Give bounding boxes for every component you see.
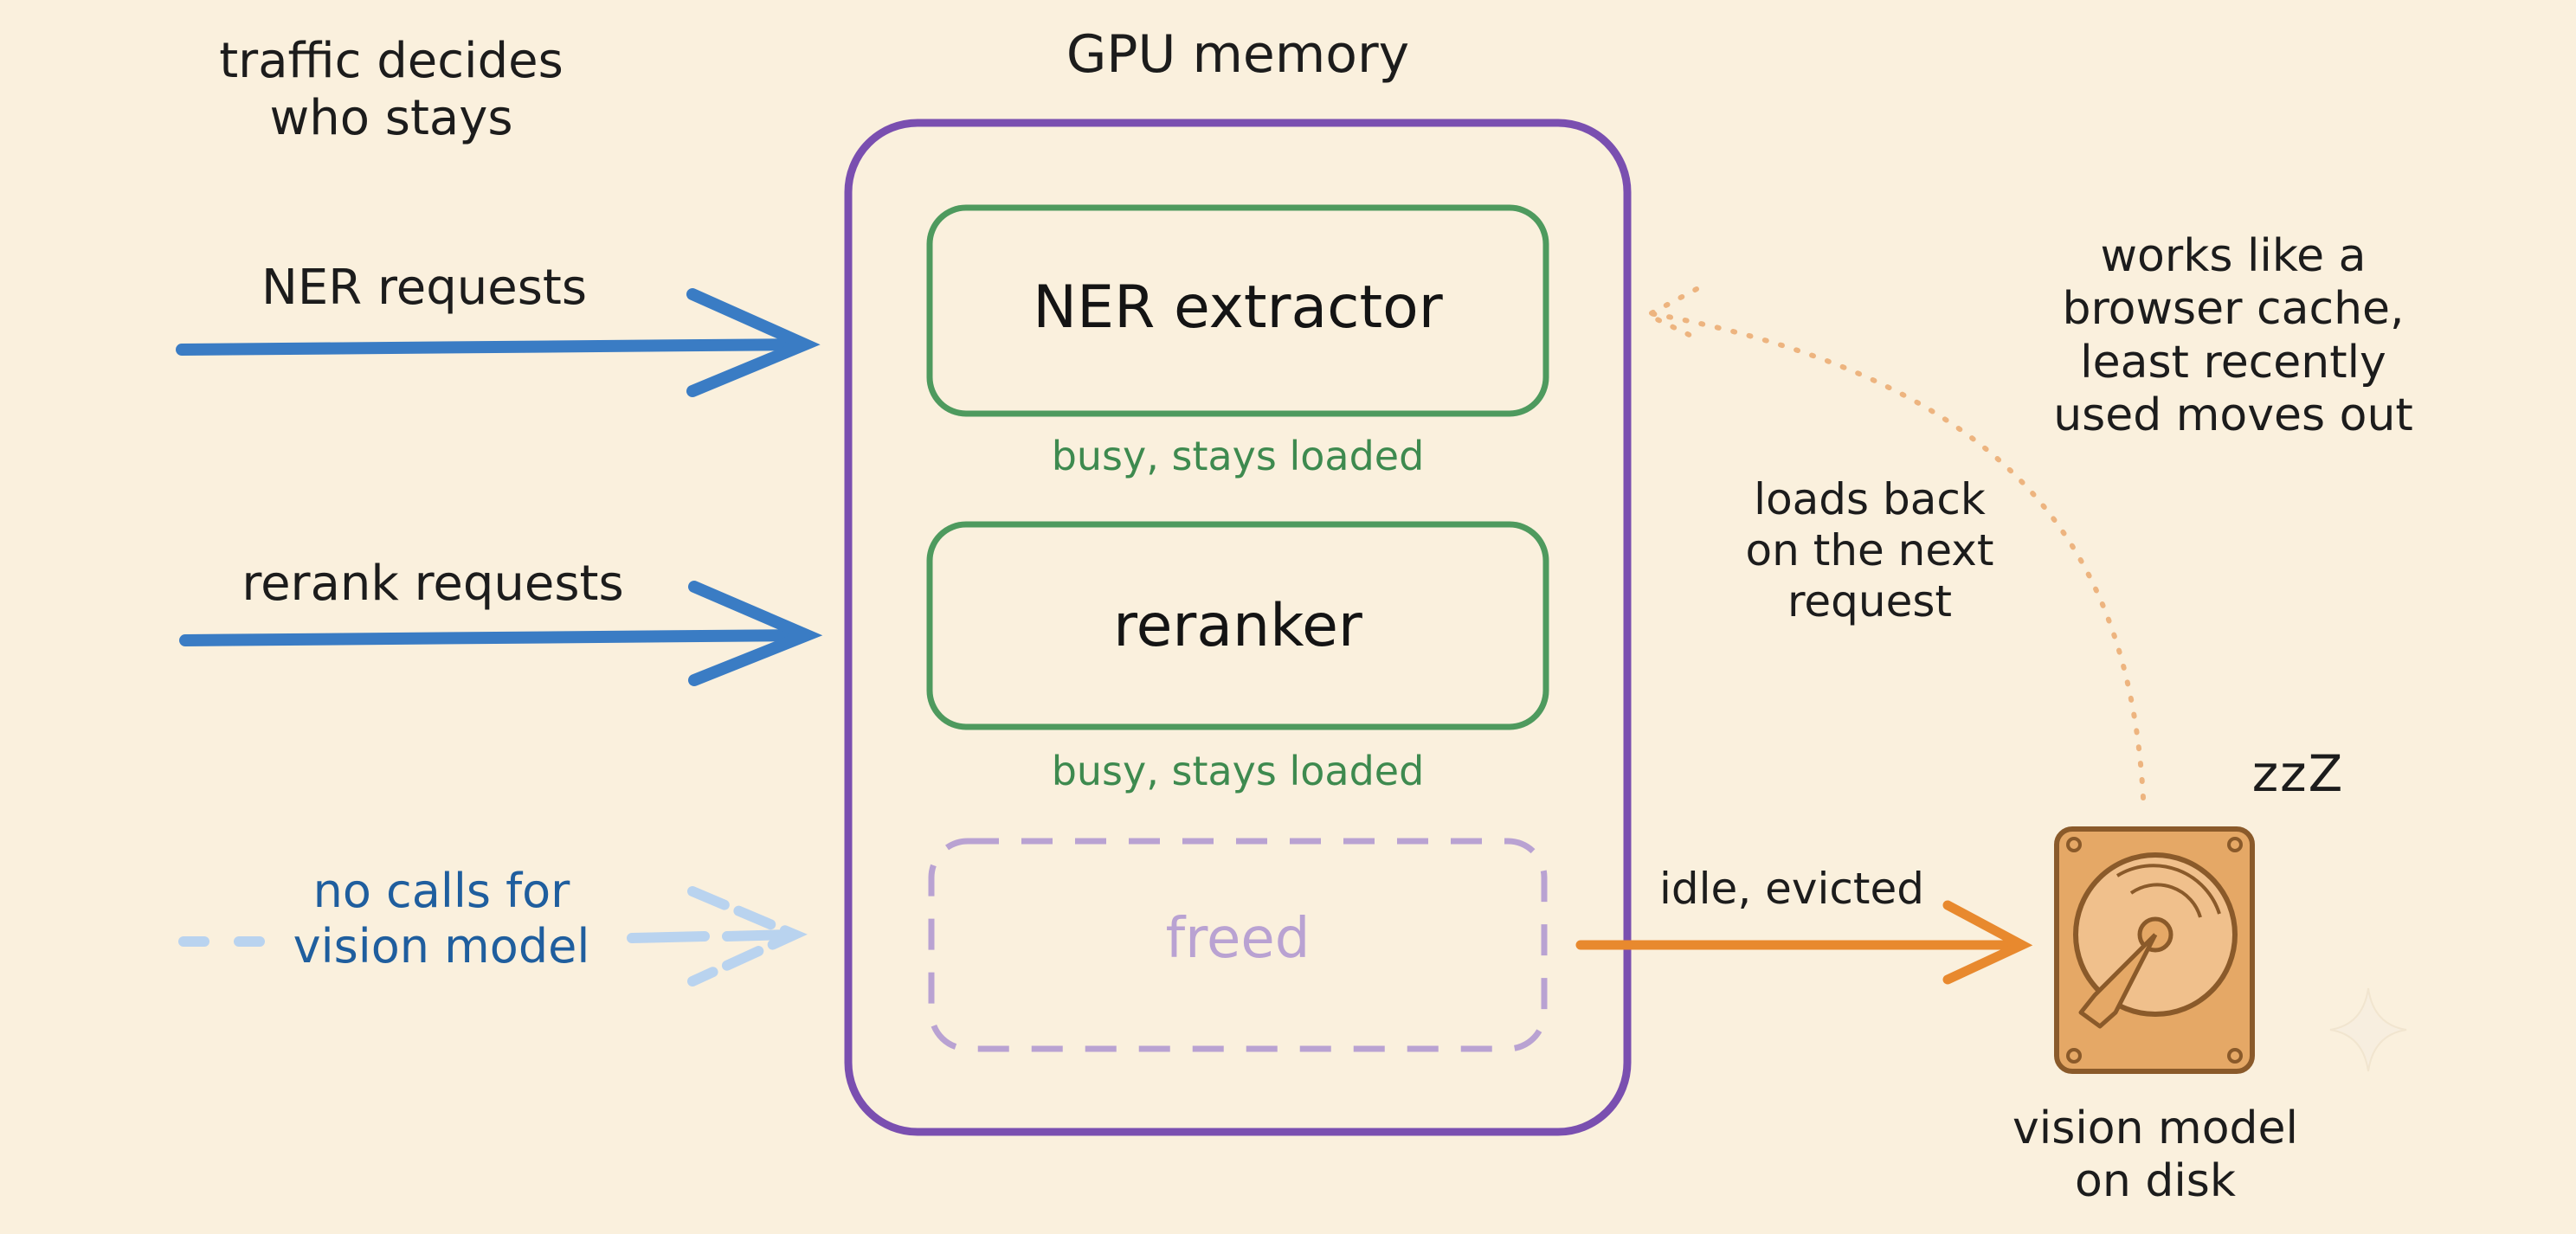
eviction-arrow [1575, 900, 2033, 985]
ner-requests-label: NER requests [261, 260, 588, 316]
gpu-memory-container [844, 119, 1632, 1136]
cache-note: works like a browser cache, least recent… [2053, 230, 2413, 442]
ner-status-label: busy, stays loaded [1051, 433, 1425, 479]
reranker-box [926, 521, 1549, 730]
sleep-indicator: zzZ [2251, 744, 2345, 803]
reload-note: loads back on the next request [1745, 474, 1994, 627]
ner-extractor-box [926, 204, 1549, 417]
reload-arrow [1642, 286, 2146, 800]
eviction-label: idle, evicted [1659, 864, 1924, 914]
reranker-status-label: busy, stays loaded [1051, 748, 1425, 794]
hard-disk-icon [2054, 826, 2255, 1074]
ner-requests-arrow [176, 288, 821, 397]
gpu-memory-title: GPU memory [1066, 24, 1410, 85]
ner-extractor-label: NER extractor [1033, 273, 1443, 342]
vision-calls-arrow [178, 886, 808, 987]
left-title: traffic decides who stays [219, 33, 564, 147]
vision-calls-label: no calls for vision model [293, 864, 590, 974]
rerank-requests-label: rerank requests [242, 556, 624, 612]
freed-box [928, 838, 1548, 1052]
disk-label: vision model on disk [2012, 1102, 2298, 1208]
reranker-label: reranker [1113, 592, 1362, 660]
freed-label: freed [1165, 907, 1311, 971]
sparkle-icon [2329, 987, 2407, 1072]
rerank-requests-arrow [179, 581, 823, 686]
